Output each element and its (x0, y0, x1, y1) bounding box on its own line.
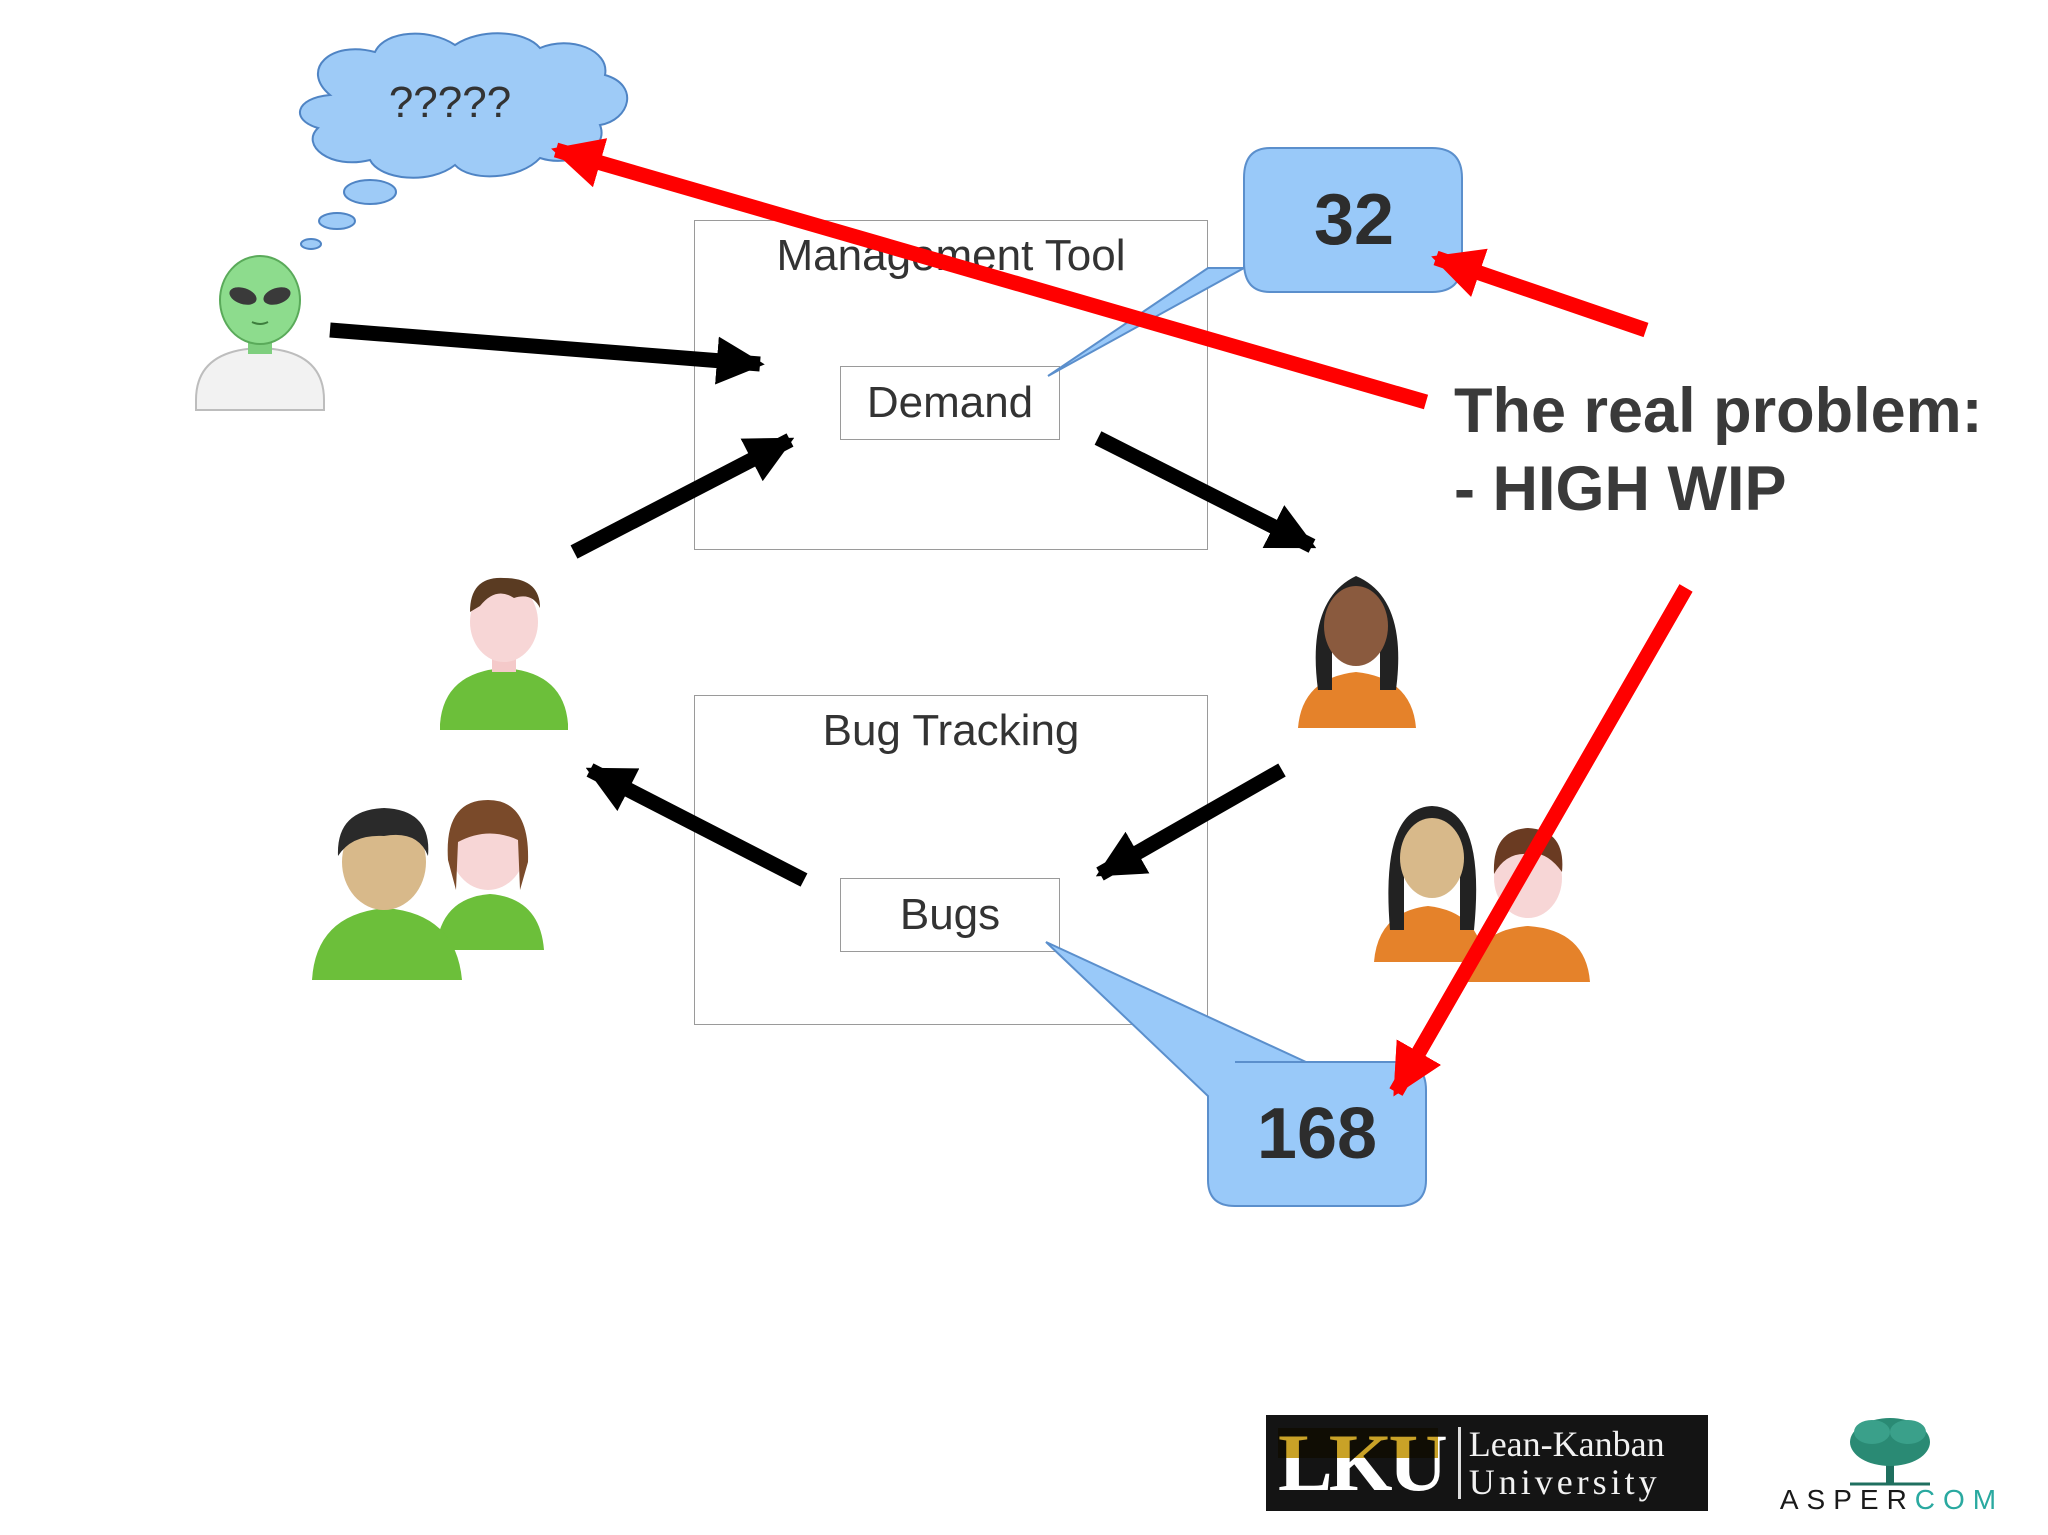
arrow-dev-to-demand (570, 433, 795, 559)
management-tool-box: Management Tool (694, 220, 1208, 550)
lku-name: Lean-Kanban University (1469, 1425, 1665, 1501)
callout-32 (1047, 147, 1463, 377)
problem-statement: The real problem: - HIGH WIP (1454, 372, 2048, 528)
lku-name-line-2: University (1468, 1462, 1661, 1502)
worker-person (1298, 576, 1416, 728)
problem-line-1: The real problem: (1454, 376, 1983, 446)
aspercom-part-1: ASPER (1779, 1484, 1915, 1515)
arrow-worker-to-bugs (1095, 763, 1286, 881)
bugs-box: Bugs (840, 878, 1060, 952)
bug-tracking-title: Bug Tracking (822, 706, 1080, 755)
team-people (312, 800, 544, 980)
demand-box: Demand (840, 366, 1060, 440)
callout-168-text: 168 (1256, 1094, 1378, 1174)
aspercom-logo: ASPERCOM (1756, 1410, 2028, 1520)
cloud-text: ????? (388, 78, 512, 127)
lku-divider (1457, 1427, 1461, 1499)
lku-name-line-1: Lean-Kanban (1468, 1424, 1665, 1464)
arrow-alien-to-demand (329, 322, 765, 385)
aspercom-part-2: COM (1914, 1484, 2005, 1515)
aspercom-wordmark: ASPERCOM (1756, 1484, 2028, 1516)
lku-mark: LKU (1278, 1417, 1448, 1508)
alien-person (195, 255, 325, 411)
lku-logo: LKU Lean-Kanban University (1266, 1415, 1708, 1511)
red-arrow-to-32 (1431, 248, 1649, 338)
developer-person (440, 577, 568, 730)
red-arrow-to-cloud (551, 138, 1429, 410)
aspercom-tree-icon (1850, 1418, 1930, 1486)
problem-line-2: - HIGH WIP (1454, 454, 1787, 524)
callout-32-text: 32 (1313, 180, 1395, 260)
arrow-demand-to-worker (1094, 431, 1317, 553)
thought-cloud (299, 32, 629, 250)
arrow-bugs-to-team (585, 763, 808, 887)
